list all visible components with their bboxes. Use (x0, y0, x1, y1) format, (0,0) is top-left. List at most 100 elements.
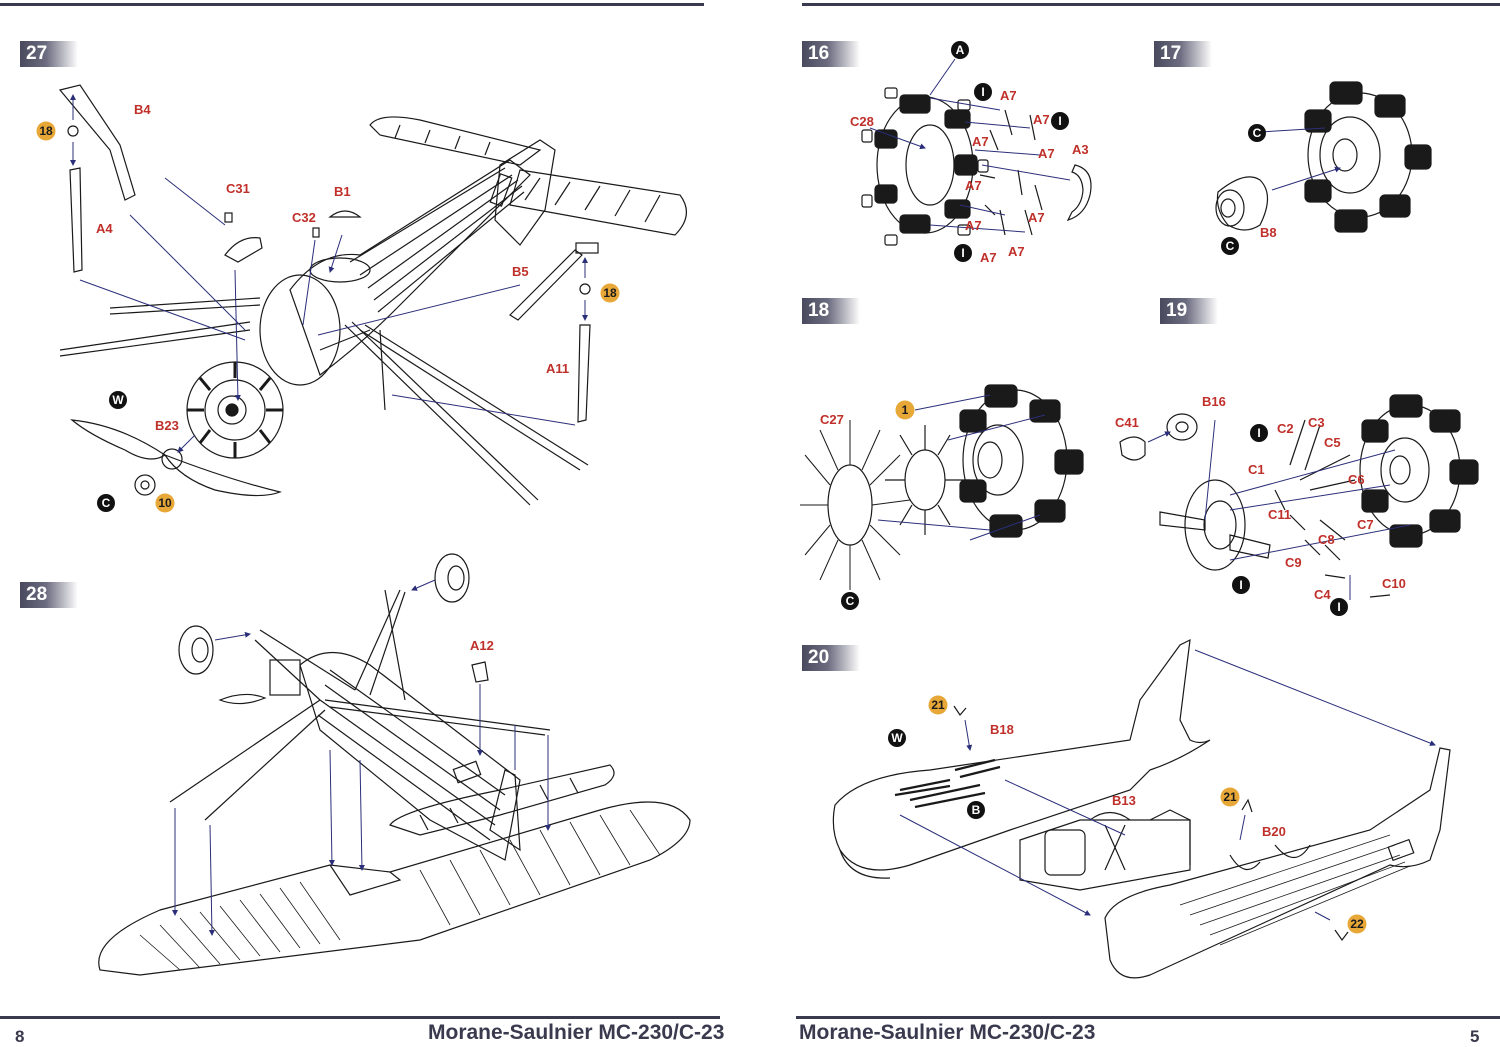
tailplane-28 (389, 764, 615, 836)
sprue-A-text: A (956, 43, 965, 57)
step-20-arrows (899, 649, 1436, 921)
step-28-drawing (98, 553, 691, 976)
sprue-W-text-20: W (891, 731, 903, 745)
step-18-labels: C27 1 C (820, 400, 915, 610)
step-16-tag: 16 (802, 41, 860, 67)
step-19-arrows (1147, 419, 1411, 600)
intermediate-ring (885, 425, 970, 535)
page-title: Morane-Saulnier MC-230/C-23 (428, 1021, 725, 1044)
callout-21-left-text: 21 (931, 698, 945, 712)
struts (59, 297, 589, 506)
label-C9: C9 (1285, 555, 1302, 570)
cockpit-floor (1019, 809, 1191, 891)
fin (489, 139, 556, 246)
sprue-I-marker-19a (1250, 424, 1268, 442)
sprue-I-text-19b: I (1239, 578, 1242, 592)
step-18-arrows (877, 394, 1046, 541)
step-28-tag: 28 (20, 582, 78, 608)
label-A7-6: A7 (1028, 210, 1045, 225)
callout-18-left-text: 18 (39, 124, 53, 138)
step-16-labels: C28 A7 A7 A7 A7 A3 A7 A7 A7 A7 A7 A I I … (850, 41, 1089, 265)
label-A11: A11 (546, 361, 569, 376)
part-A12-shape (471, 661, 489, 683)
label-A7-2: A7 (1033, 112, 1050, 127)
label-C7: C7 (1357, 517, 1374, 532)
step-20-drawing (832, 638, 1451, 979)
step-19-labels: C41 B16 C2 C3 C1 C5 C6 C11 C7 C9 C8 C4 C… (1115, 394, 1406, 616)
sprue-I-text-19a: I (1257, 426, 1260, 440)
propeller (70, 419, 282, 497)
step-20-labels: B18 B13 B20 21 21 22 W B (888, 695, 1367, 934)
fuselage-right-half (1104, 747, 1451, 979)
label-A7-9: A7 (1008, 244, 1025, 259)
top-rule (0, 3, 704, 6)
label-A3: A3 (1072, 142, 1089, 157)
pushrods-19 (1274, 419, 1391, 598)
label-A7-4: A7 (1038, 146, 1055, 161)
sprue-I-text-3: I (961, 246, 964, 260)
right-page: 16 17 18 19 20 Morane-Saulnier MC-230/C-… (750, 0, 1500, 1046)
sprue-C-text-18: C (846, 594, 855, 608)
label-B5: B5 (512, 264, 529, 279)
label-A7-5: A7 (965, 178, 982, 193)
sprue-C-marker (97, 494, 115, 512)
bottom-rule-right (796, 1016, 1500, 1019)
label-C11: C11 (1268, 507, 1291, 522)
label-C10: C10 (1382, 576, 1406, 591)
label-A12: A12 (470, 638, 494, 653)
callout-1 (895, 400, 915, 420)
step-16-arrows (869, 58, 1071, 233)
c27-ring (800, 420, 911, 590)
step-19-tag: 19 (1160, 298, 1218, 324)
struts-28 (169, 589, 551, 821)
label-A7-7: A7 (965, 218, 982, 233)
part-22-shape (1334, 929, 1349, 942)
sprue-I-text-19c: I (1337, 600, 1340, 614)
step-18-tag: 18 (802, 298, 860, 324)
page-number-right: 5 (1470, 1027, 1480, 1046)
callout-18-left (36, 121, 56, 141)
sprue-I-marker-1 (974, 83, 992, 101)
label-B4: B4 (134, 102, 151, 117)
step-16-drawing (861, 87, 1092, 246)
label-C1: C1 (1248, 462, 1265, 477)
label-C4: C4 (1314, 587, 1331, 602)
callout-18-right (600, 283, 620, 303)
label-C31: C31 (226, 181, 250, 196)
left-page-artwork: B4 A4 C31 B1 C32 B5 A11 B23 18 18 10 W C (36, 84, 691, 976)
label-C27: C27 (820, 412, 844, 427)
label-A7-1: A7 (1000, 88, 1017, 103)
label-C2: C2 (1277, 421, 1294, 436)
step-27-arrows (70, 94, 588, 453)
label-C41: C41 (1115, 415, 1139, 430)
step-28-arrows (172, 579, 551, 936)
sprue-I-marker-3 (954, 244, 972, 262)
sprue-C-marker-18 (841, 592, 859, 610)
page-number: 8 (15, 1027, 25, 1046)
label-A7-8: A7 (980, 250, 997, 265)
sprue-C-text-17b: C (1226, 239, 1235, 253)
step-17-labels: B8 C C (1221, 124, 1277, 255)
sprue-C-marker-17a (1248, 124, 1266, 142)
step-19-drawing (1119, 394, 1479, 598)
label-C28: C28 (850, 114, 874, 129)
sprue-W-text: W (112, 393, 124, 407)
callout-1-text: 1 (902, 403, 909, 417)
label-C6: C6 (1348, 472, 1365, 487)
callout-21-left (928, 695, 948, 715)
sprue-W-marker-20 (888, 729, 906, 747)
bottom-rule (0, 1016, 720, 1019)
callout-10-text: 10 (158, 496, 172, 510)
engine (186, 361, 284, 459)
step-20-tag: 20 (802, 645, 860, 671)
sprue-I-text-2: I (1058, 114, 1061, 128)
label-B18: B18 (990, 722, 1014, 737)
label-A7-3: A7 (972, 134, 989, 149)
step-17-tag: 17 (1154, 41, 1212, 67)
a7-pushrods (979, 109, 1043, 236)
sprue-C-text-17a: C (1253, 126, 1262, 140)
label-B16: B16 (1202, 394, 1226, 409)
page-title-right: Morane-Saulnier MC-230/C-23 (799, 1021, 1096, 1044)
step-18-drawing (800, 384, 1084, 590)
sprue-I-marker-19b (1232, 576, 1250, 594)
